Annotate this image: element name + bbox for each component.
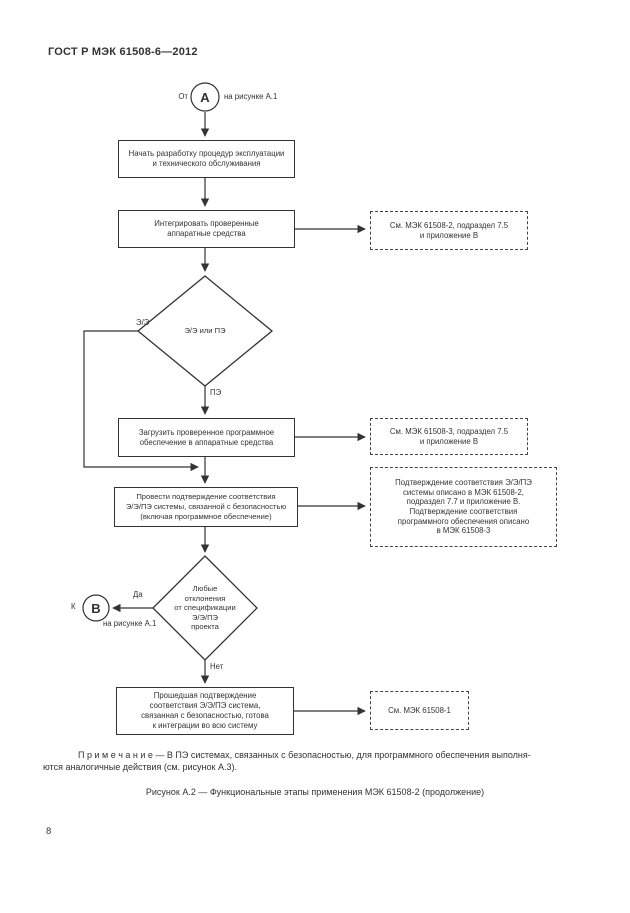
connector-a-prefix: От bbox=[178, 92, 188, 101]
connector-b-prefix: К bbox=[71, 602, 76, 611]
decision1-diamond bbox=[136, 275, 274, 387]
branch-label-no: Нет bbox=[210, 662, 224, 671]
connector-a-circle bbox=[190, 82, 220, 112]
step4-box: Провести подтверждение соответствия Э/Э/… bbox=[114, 487, 298, 527]
page-number: 8 bbox=[46, 826, 52, 837]
branch-label-yes: Да bbox=[133, 590, 143, 599]
step1-box: Начать разработку процедур эксплуатации … bbox=[118, 140, 295, 178]
branch-label-ee: Э/Э bbox=[136, 318, 150, 327]
step2-box: Интегрировать проверенные аппаратные сре… bbox=[118, 210, 295, 248]
decision2-diamond bbox=[152, 555, 258, 661]
page-header: ГОСТ Р МЭК 61508-6—2012 bbox=[48, 46, 198, 58]
figure-caption: Рисунок А.2 — Функциональные этапы приме… bbox=[145, 787, 485, 797]
ee-branch-path bbox=[83, 330, 199, 472]
connector-a-letter: А bbox=[200, 89, 210, 105]
branch-label-pe: ПЭ bbox=[210, 388, 222, 397]
step3-box: Загрузить проверенное программное обеспе… bbox=[118, 418, 295, 457]
note-text: П р и м е ч а н и е — В ПЭ системах, свя… bbox=[43, 750, 531, 772]
connector-b-suffix: на рисунке А.1 bbox=[103, 619, 157, 628]
connector-b-circle bbox=[82, 594, 110, 622]
connector-b-letter: В bbox=[91, 600, 101, 616]
connector-a-suffix: на рисунке А.1 bbox=[224, 92, 278, 101]
reference-box-2: См. МЭК 61508-3, подраздел 7.5 и приложе… bbox=[370, 418, 528, 455]
reference-box-1: См. МЭК 61508-2, подраздел 7.5 и приложе… bbox=[370, 211, 528, 250]
step5-box: Прошедшая подтверждение соответствия Э/Э… bbox=[116, 687, 294, 735]
reference-box-4: См. МЭК 61508-1 bbox=[370, 691, 469, 730]
reference-box-3: Подтверждение соответствия Э/Э/ПЭ систем… bbox=[370, 467, 557, 547]
